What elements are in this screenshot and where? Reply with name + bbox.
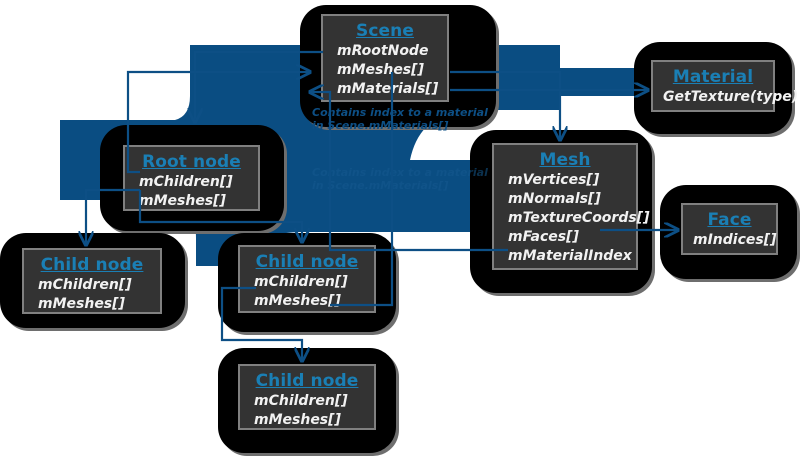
node-field-root-node-mmeshes: mMeshes[] (139, 193, 226, 209)
node-field-child-node-bottom-mmeshes: mMeshes[] (254, 412, 341, 428)
node-field-material-gettexture: GetTexture(type) (663, 89, 799, 105)
node-field-root-node-mchildren: mChildren[] (139, 174, 233, 190)
node-title-child-node-bottom: Child node (255, 371, 359, 391)
node-title-scene: Scene (356, 21, 414, 41)
node-card-face[interactable]: Face mIndices[] (681, 203, 778, 255)
material-index-note: Contains index to a material in Scene.mM… (312, 106, 488, 132)
node-field-mesh-mmaterialindex: mMaterialIndex (508, 248, 632, 264)
node-field-child-node-middle-mchildren: mChildren[] (254, 274, 348, 290)
material-index-note-ghost-line2: in Scene.mMaterials[] (312, 179, 449, 192)
node-field-scene-mmeshes: mMeshes[] (337, 62, 424, 78)
node-title-root-node: Root node (142, 152, 241, 172)
node-field-mesh-mtexturecoords: mTextureCoords[] (508, 210, 650, 226)
node-card-root-node[interactable]: Root node mChildren[] mMeshes[] (123, 145, 260, 211)
node-title-face: Face (707, 210, 752, 230)
node-card-scene[interactable]: Scene mRootNode mMeshes[] mMaterials[] (321, 14, 449, 102)
node-field-scene-mrootnode: mRootNode (337, 43, 429, 59)
node-card-material[interactable]: Material GetTexture(type) (651, 60, 799, 112)
material-index-note-ghost-line1: Contains index to a material (312, 166, 488, 179)
node-field-child-node-middle-mmeshes: mMeshes[] (254, 293, 341, 309)
node-field-child-node-left-mchildren: mChildren[] (38, 277, 132, 293)
node-field-mesh-mnormals: mNormals[] (508, 191, 601, 207)
node-card-child-node-left[interactable]: Child node mChildren[] mMeshes[] (22, 248, 162, 314)
node-title-child-node-left: Child node (40, 255, 144, 275)
node-field-face-mindices: mIndices[] (693, 232, 777, 248)
node-field-mesh-mfaces: mFaces[] (508, 229, 579, 245)
node-title-mesh: Mesh (539, 150, 591, 170)
material-index-note-line2: in Scene.mMaterials[] (312, 119, 449, 132)
node-card-mesh[interactable]: Mesh mVertices[] mNormals[] mTextureCoor… (492, 143, 650, 270)
node-title-material: Material (672, 67, 754, 87)
node-card-child-node-bottom[interactable]: Child node mChildren[] mMeshes[] (238, 364, 376, 430)
node-field-child-node-left-mmeshes: mMeshes[] (38, 296, 125, 312)
material-index-note-line1: Contains index to a material (312, 106, 488, 119)
node-field-mesh-mvertices: mVertices[] (508, 172, 600, 188)
node-title-child-node-middle: Child node (255, 252, 359, 272)
material-index-note-ghost: Contains index to a material in Scene.mM… (312, 166, 488, 192)
node-field-child-node-bottom-mchildren: mChildren[] (254, 393, 348, 409)
node-card-child-node-middle[interactable]: Child node mChildren[] mMeshes[] (238, 245, 376, 313)
node-field-scene-mmaterials: mMaterials[] (337, 81, 439, 97)
